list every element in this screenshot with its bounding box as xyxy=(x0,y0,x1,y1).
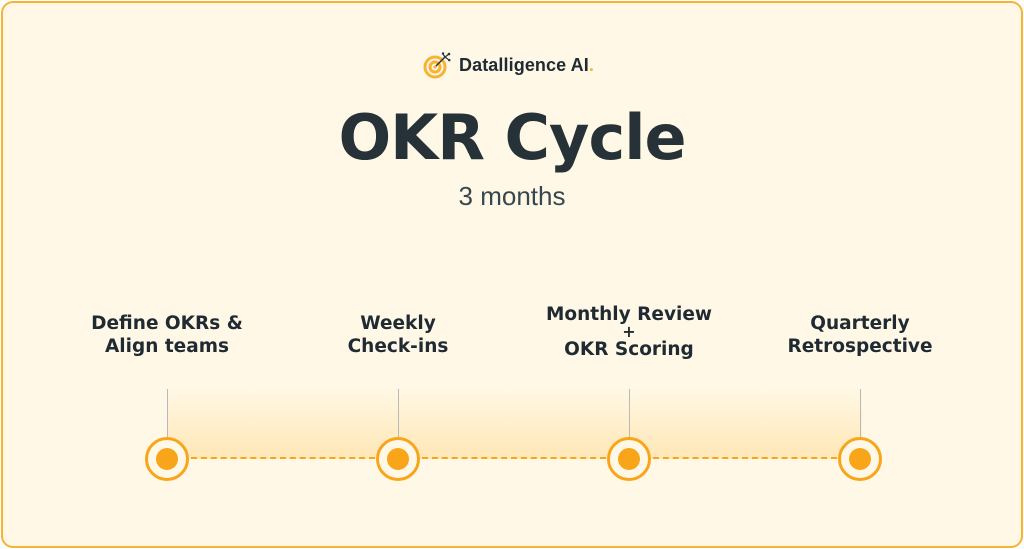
timeline-node xyxy=(838,437,882,481)
timeline-node-dot xyxy=(618,448,640,470)
stage-connector-line xyxy=(629,389,630,439)
stage-connector-line xyxy=(167,389,168,439)
timeline-dashed-line xyxy=(422,457,606,459)
stage-label-monthly: Monthly Review + OKR Scoring xyxy=(546,304,712,360)
timeline-node xyxy=(607,437,651,481)
timeline-node-dot xyxy=(156,448,178,470)
timeline-node xyxy=(145,437,189,481)
page-subtitle: 3 months xyxy=(458,181,566,211)
timeline-node-dot xyxy=(387,448,409,470)
target-icon xyxy=(423,52,451,79)
timeline-dashed-line xyxy=(191,457,375,459)
stage-label-weekly: Weekly Check-ins xyxy=(347,313,449,357)
timeline-node xyxy=(376,437,420,481)
page-title: OKR Cycle xyxy=(338,101,686,174)
timeline-dashed-line xyxy=(653,457,837,459)
brand-logo: Datalligence AI. xyxy=(423,47,594,83)
brand-name: Datalligence AI. xyxy=(459,54,594,75)
timeline-node-dot xyxy=(849,448,871,470)
stage-label-define: Define OKRs & Align teams xyxy=(91,313,243,357)
stage-connector-line xyxy=(860,389,861,439)
stage-connector-line xyxy=(398,389,399,439)
timeline-highlight-band xyxy=(168,387,862,459)
stage-label-quarterly: Quarterly Retrospective xyxy=(787,313,933,357)
